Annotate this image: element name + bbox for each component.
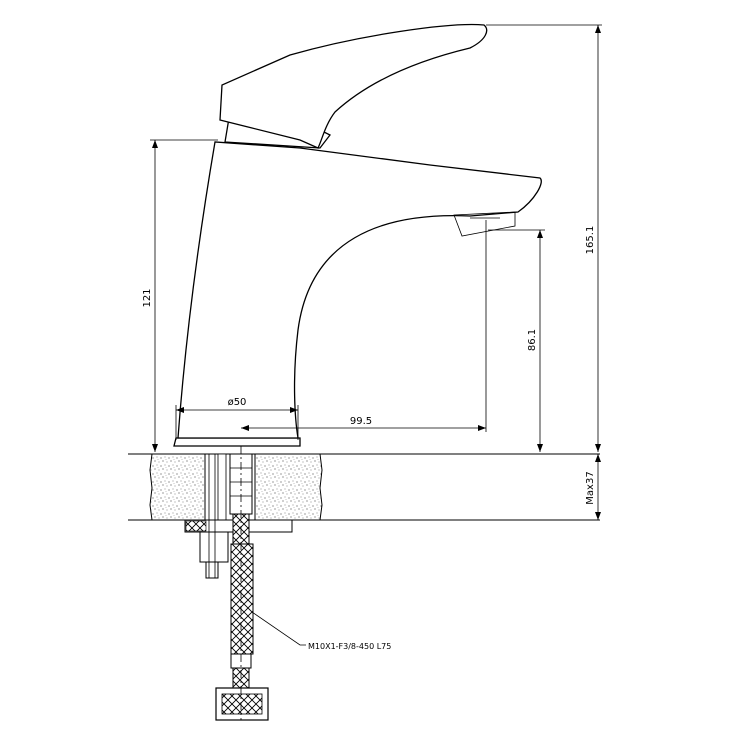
- dim-base-diameter: ø50: [228, 397, 247, 408]
- dim-total-height: 165.1: [585, 226, 596, 255]
- braided-hose: [215, 430, 269, 721]
- dimension-labels: 121 165.1 86.1 Max37 ø50 99.5 M10X1-F3/8…: [142, 226, 596, 651]
- faucet-lever: [219, 23, 488, 149]
- hose-spec-label: M10X1-F3/8-450 L75: [308, 642, 391, 651]
- faucet-body: [173, 141, 542, 447]
- dim-spout-reach: 99.5: [350, 416, 372, 427]
- dim-body-height: 121: [142, 288, 153, 307]
- dim-max-thickness: Max37: [585, 471, 596, 504]
- dim-spout-clearance: 86.1: [527, 329, 538, 351]
- countertop: [128, 453, 600, 521]
- dimension-lines: [150, 24, 602, 646]
